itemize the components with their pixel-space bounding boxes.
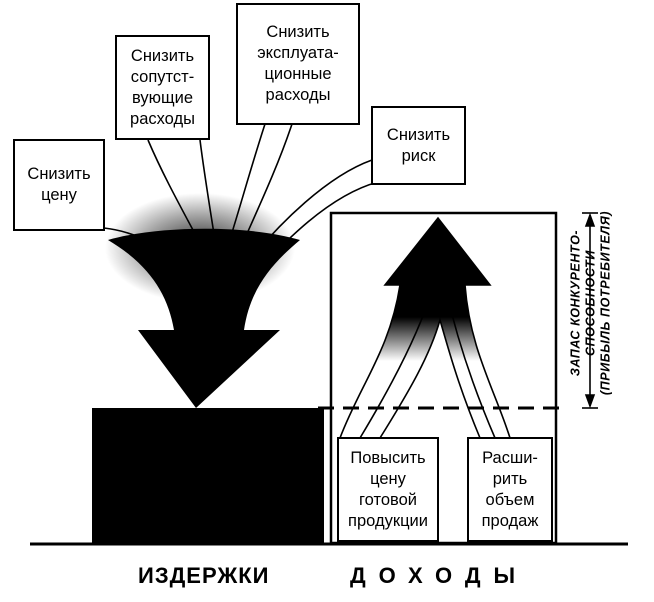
margin-bracket xyxy=(582,212,598,409)
competitiveness-margin-label: ЗАПАС КОНКУРЕНТО- СПОСОБНОСТИ (ПРИБЫЛЬ П… xyxy=(556,190,626,415)
revenue-up-arrow xyxy=(338,216,512,439)
raise-product-price-box: Повысить цену готовой продукции xyxy=(337,437,439,542)
revenues-caption: ДОХОДЫ xyxy=(350,563,529,588)
margin-line-1: ЗАПАС КОНКУРЕНТО- xyxy=(568,229,583,376)
expand-sales-volume-box: Расши- рить объем продаж xyxy=(467,437,553,542)
reduce-operating-costs-box: Снизить эксплуата- ционные расходы xyxy=(236,3,360,125)
reduce-price-box: Снизить цену xyxy=(13,139,105,231)
reduce-risk-box: Снизить риск xyxy=(371,106,466,185)
revenue-connector-lines xyxy=(359,289,496,439)
reduce-related-costs-box: Снизить сопутст- вующие расходы xyxy=(115,35,210,140)
margin-line-3: (ПРИБЫЛЬ ПОТРЕБИТЕЛЯ) xyxy=(598,210,613,395)
costs-caption: ИЗДЕРЖКИ xyxy=(138,563,270,588)
costs-block xyxy=(92,408,324,543)
margin-line-2: СПОСОБНОСТИ xyxy=(583,249,598,356)
cost-down-arrow xyxy=(108,228,300,408)
cost-connector-lines xyxy=(103,123,379,286)
